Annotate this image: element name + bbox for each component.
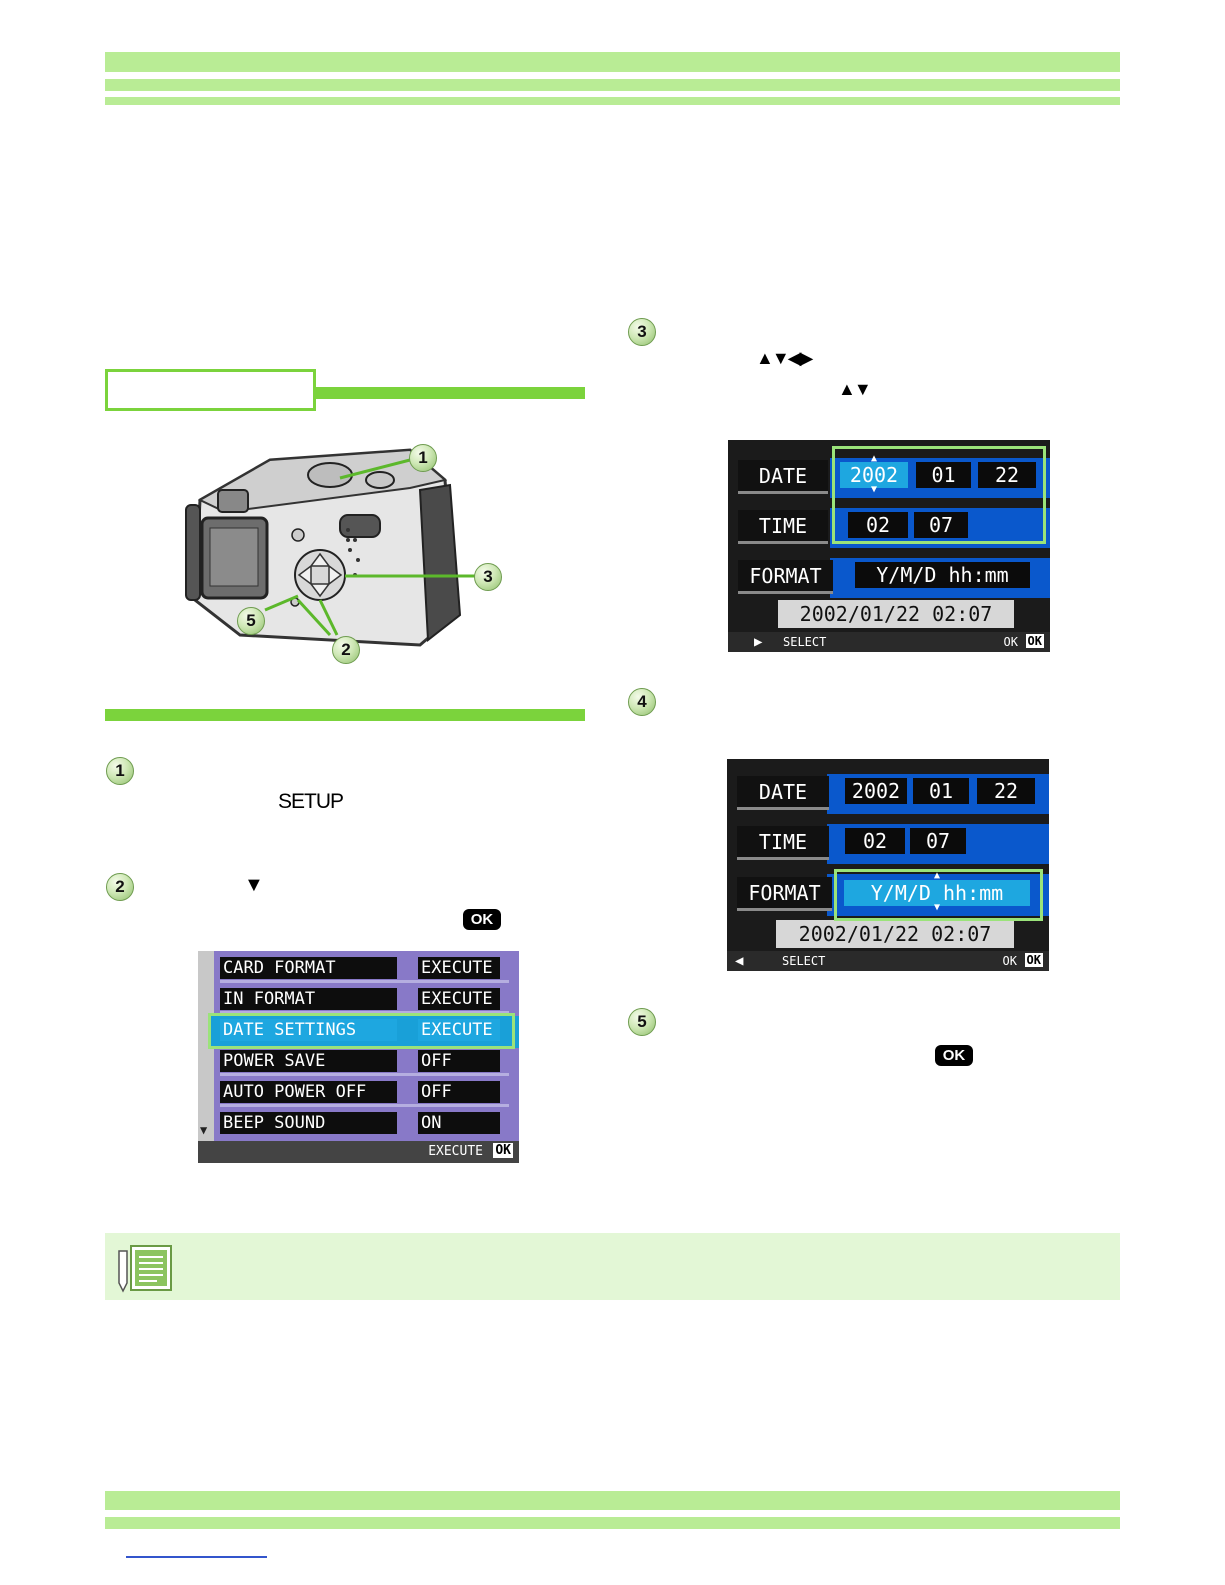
time-label: TIME [738,510,828,544]
year-down-icon: ▼ [871,484,878,495]
step-3-arrows-line2: ▲▼ [838,379,872,399]
menu-item-name: BEEP SOUND [220,1112,397,1134]
date-time-highlight [832,446,1046,544]
date-settings-screen-2: DATE TIME FORMAT 2002 01 22 02 07 Y/M/D … [727,759,1049,971]
section-tab-rule [316,387,585,399]
menu-row-beep-sound[interactable]: BEEP SOUND ON [220,1112,509,1138]
step-2-number: 2 [106,873,134,901]
bottom-band-1 [105,1491,1120,1510]
camera-callout-5: 5 [237,607,265,635]
format-up-icon: ▲ [934,870,941,881]
top-band-1 [105,52,1120,72]
step-1-setup-label: SETUP [278,790,344,813]
menu-row-auto-power-off[interactable]: AUTO POWER OFF OFF [220,1081,509,1107]
year-field[interactable]: 2002 [845,778,907,804]
select-right-icon: ▶ [754,634,763,650]
format-label: FORMAT [737,877,832,911]
menu-item-value: EXECUTE [418,957,500,979]
top-band-2 [105,79,1120,91]
note-box [105,1233,1120,1300]
footer-ok-label: OK [1003,635,1018,649]
menu-item-value: EXECUTE [418,988,500,1010]
bottom-link-underline[interactable] [126,1556,267,1558]
setup-menu-left-strip [198,951,214,1141]
footer-ok-badge: OK [1024,953,1043,967]
year-field[interactable]: 2002 [840,462,908,488]
footer-ok-badge: OK [1025,634,1044,648]
menu-item-name: IN FORMAT [220,988,397,1010]
format-value[interactable]: Y/M/D hh:mm [844,880,1030,906]
setup-menu-footer-ok: OK [493,1143,513,1158]
date-screen-1-footer: ▶ SELECT OK OK [728,632,1050,652]
day-field[interactable]: 22 [977,778,1035,804]
time-label: TIME [737,826,829,860]
menu-row-date-settings[interactable]: DATE SETTINGS EXECUTE [220,1019,509,1045]
menu-row-in-format[interactable]: IN FORMAT EXECUTE [220,988,509,1014]
year-up-icon: ▲ [871,453,878,464]
month-field[interactable]: 01 [916,462,971,488]
menu-row-power-save[interactable]: POWER SAVE OFF [220,1050,509,1076]
camera-callout-1: 1 [409,444,437,472]
step-2-down-arrow: ▼ [244,874,264,896]
format-down-icon: ▼ [934,902,941,913]
menu-item-name: CARD FORMAT [220,957,397,979]
footer-ok-label: OK [1002,954,1017,968]
step-3-number: 3 [628,318,656,346]
select-left-icon: ◀ [735,953,744,969]
step-5-number: 5 [628,1008,656,1036]
footer-select-label: SELECT [782,954,826,968]
minute-field[interactable]: 07 [914,512,968,538]
hour-field[interactable]: 02 [848,512,908,538]
setup-menu-scroll-icon: ▼ [200,1123,208,1137]
menu-item-name: DATE SETTINGS [220,1019,397,1041]
menu-item-name: POWER SAVE [220,1050,397,1072]
date-preview: 2002/01/22 02:07 [776,920,1014,948]
date-screen-2-footer: ◀ SELECT OK OK [727,951,1049,971]
step-5-ok-badge: OK [935,1045,973,1066]
hour-field[interactable]: 02 [845,828,905,854]
month-field[interactable]: 01 [913,778,969,804]
menu-item-name: AUTO POWER OFF [220,1081,397,1103]
menu-item-value: OFF [418,1050,500,1072]
camera-illustration [185,448,475,647]
step-2-ok-badge: OK [463,909,501,930]
setup-menu-screen: ▼ CARD FORMAT EXECUTE IN FORMAT EXECUTE … [198,951,519,1163]
section-tab [105,369,316,411]
date-label: DATE [737,776,829,810]
step-4-number: 4 [628,688,656,716]
left-section-rule [105,709,585,721]
step-3-arrows-line1: ▲▼◀▶ [756,348,813,368]
menu-item-value: OFF [418,1081,500,1103]
menu-selection-highlight [208,1013,515,1049]
menu-item-value: ON [418,1112,500,1134]
minute-field[interactable]: 07 [910,828,966,854]
day-field[interactable]: 22 [978,462,1036,488]
format-value[interactable]: Y/M/D hh:mm [855,562,1030,588]
camera-callout-3: 3 [474,563,502,591]
menu-row-card-format[interactable]: CARD FORMAT EXECUTE [220,957,509,983]
camera-callout-2: 2 [332,636,360,664]
top-band-3 [105,97,1120,105]
setup-menu-footer-label: EXECUTE [428,1144,483,1159]
menu-item-value: EXECUTE [418,1019,500,1041]
format-highlight [834,869,1043,921]
date-label: DATE [738,460,828,494]
step-1-number: 1 [106,757,134,785]
setup-menu-footer: EXECUTE OK [198,1141,519,1163]
memo-icon [118,1245,172,1293]
format-label: FORMAT [738,560,833,594]
date-preview: 2002/01/22 02:07 [778,600,1014,628]
date-settings-screen-1: DATE TIME FORMAT 2002 ▲ ▼ 01 22 02 07 Y/… [728,440,1050,652]
footer-select-label: SELECT [783,635,827,649]
bottom-band-2 [105,1517,1120,1529]
